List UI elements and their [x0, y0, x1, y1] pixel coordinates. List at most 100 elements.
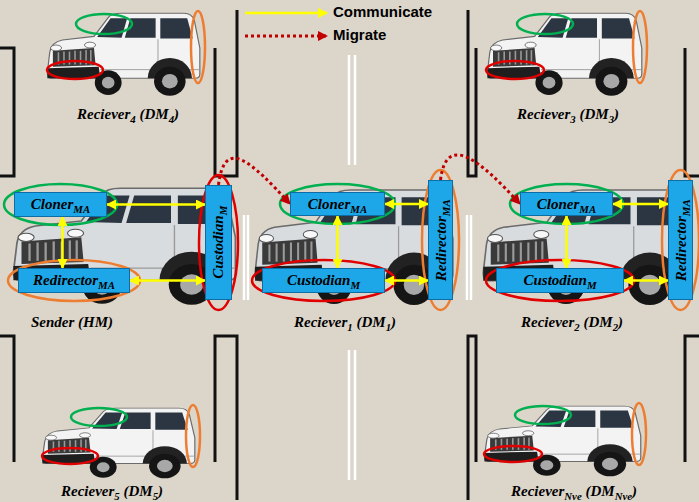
vehicle-node: Sender (HM) ClonerMA CustodianM RedirectorM… — [8, 178, 240, 330]
role-ellipse — [199, 175, 238, 310]
legend-sample — [243, 27, 331, 45]
road-edge — [215, 10, 237, 176]
subscript: 3 — [609, 113, 614, 125]
vehicle-label: Reciever3 (DM3) — [517, 106, 619, 123]
subscript: MA — [98, 279, 115, 291]
lane-line — [348, 350, 351, 480]
car-picture — [484, 406, 640, 476]
legend-text: Migrate — [333, 27, 386, 44]
communicate-arrow — [61, 217, 64, 268]
legend-line — [245, 34, 327, 37]
role-ellipse — [71, 408, 127, 426]
role-ellipse — [186, 405, 200, 467]
role-ellipse — [42, 448, 98, 464]
agent-label: ClonerMA — [31, 196, 90, 213]
communicate-arrow — [336, 216, 339, 268]
role-ellipse — [633, 11, 647, 83]
communicate-arrow — [613, 203, 668, 206]
vehicle-label: Sender (HM) — [31, 314, 113, 331]
role-ellipse — [486, 61, 544, 79]
subscript: 4 — [130, 113, 135, 125]
lane-markings — [244, 55, 471, 480]
legend-line — [245, 11, 327, 14]
vehicle-label: Reciever5 (DM5) — [61, 483, 163, 500]
vehicle-node: Reciever5 (DM5) — [36, 398, 206, 499]
role-ellipses — [4, 170, 699, 310]
road-edge — [468, 336, 476, 500]
agent-box: CustodianM — [496, 268, 624, 293]
agent-box: CustodianM — [205, 185, 232, 300]
agent-box: CustodianM — [262, 268, 385, 293]
legend: CommunicateMigrate — [243, 1, 432, 47]
communicate-arrow — [107, 203, 205, 206]
road-edge — [0, 336, 14, 462]
subscript: Nve — [615, 490, 632, 502]
lane-line — [247, 215, 250, 300]
car-picture — [42, 408, 194, 478]
agent-box: RedirectorMA — [668, 180, 693, 300]
vehicle-node: Reciever4 (DM4) — [40, 2, 212, 122]
vehicle-node: RecieverNve (DMNve) — [478, 398, 658, 499]
communicate-arrow — [624, 279, 668, 282]
vehicle-label: Reciever2 (DM2) — [521, 314, 623, 331]
legend-row: Communicate — [243, 1, 432, 24]
subscript: 2 — [574, 321, 579, 333]
lane-line — [243, 215, 246, 300]
lane-line — [348, 55, 351, 165]
subscript: 2 — [613, 321, 618, 333]
lane-line — [466, 215, 469, 300]
lane-line — [354, 55, 357, 165]
subscript: 4 — [169, 113, 174, 125]
road-edge — [0, 48, 14, 176]
subscript: MA — [679, 199, 691, 216]
agent-box: ClonerMA — [14, 192, 107, 217]
role-ellipse — [252, 260, 395, 301]
car-picture — [47, 13, 199, 95]
vehicle-node: Reciever3 (DM3) — [478, 2, 656, 122]
role-ellipse — [422, 170, 459, 310]
vehicle-label: Reciever4 (DM4) — [77, 106, 179, 123]
role-ellipse — [8, 260, 140, 301]
connectors — [63, 155, 669, 281]
car-picture — [483, 190, 690, 305]
lane-line — [354, 350, 357, 480]
role-ellipse — [486, 260, 634, 301]
role-ellipse — [4, 184, 117, 225]
road-edges — [0, 10, 699, 500]
agent-label: RedirectorMA — [33, 272, 115, 289]
subscript: MA — [439, 199, 451, 216]
communicate-arrow — [565, 216, 568, 268]
subscript: 3 — [570, 113, 575, 125]
agent-box: ClonerMA — [520, 192, 613, 216]
subscript: MA — [350, 203, 367, 215]
vehicle-node: Reciever1 (DM1)ClonerMARedirectorMACusto… — [250, 178, 460, 330]
agent-box: RedirectorMA — [18, 268, 130, 293]
subscript: MA — [579, 203, 596, 215]
vehicle-label: Reciever1 (DM1) — [294, 314, 396, 331]
agent-label: CustodianM — [287, 272, 360, 289]
agent-label: RedirectorMA — [432, 199, 449, 281]
agent-label: ClonerMA — [537, 196, 596, 213]
vehicle-node: Reciever2 (DM2) ClonerMA RedirectorMA Custo… — [478, 178, 697, 330]
role-ellipse — [484, 446, 542, 462]
car-picture — [487, 13, 641, 95]
communicate-arrow — [385, 203, 428, 206]
role-ellipse — [632, 403, 646, 465]
role-ellipse — [76, 14, 132, 34]
subscript: 1 — [347, 321, 352, 333]
subscript: 5 — [153, 490, 158, 502]
role-ellipse — [517, 14, 573, 34]
road-edge — [215, 336, 237, 500]
agent-label: RedirectorMA — [672, 199, 689, 281]
road-edge — [468, 10, 476, 176]
subscript: M — [217, 206, 229, 216]
agent-label: CustodianM — [210, 206, 227, 279]
legend-text: Communicate — [333, 4, 432, 21]
subscript: Nve — [564, 490, 581, 502]
role-ellipse — [515, 406, 571, 424]
